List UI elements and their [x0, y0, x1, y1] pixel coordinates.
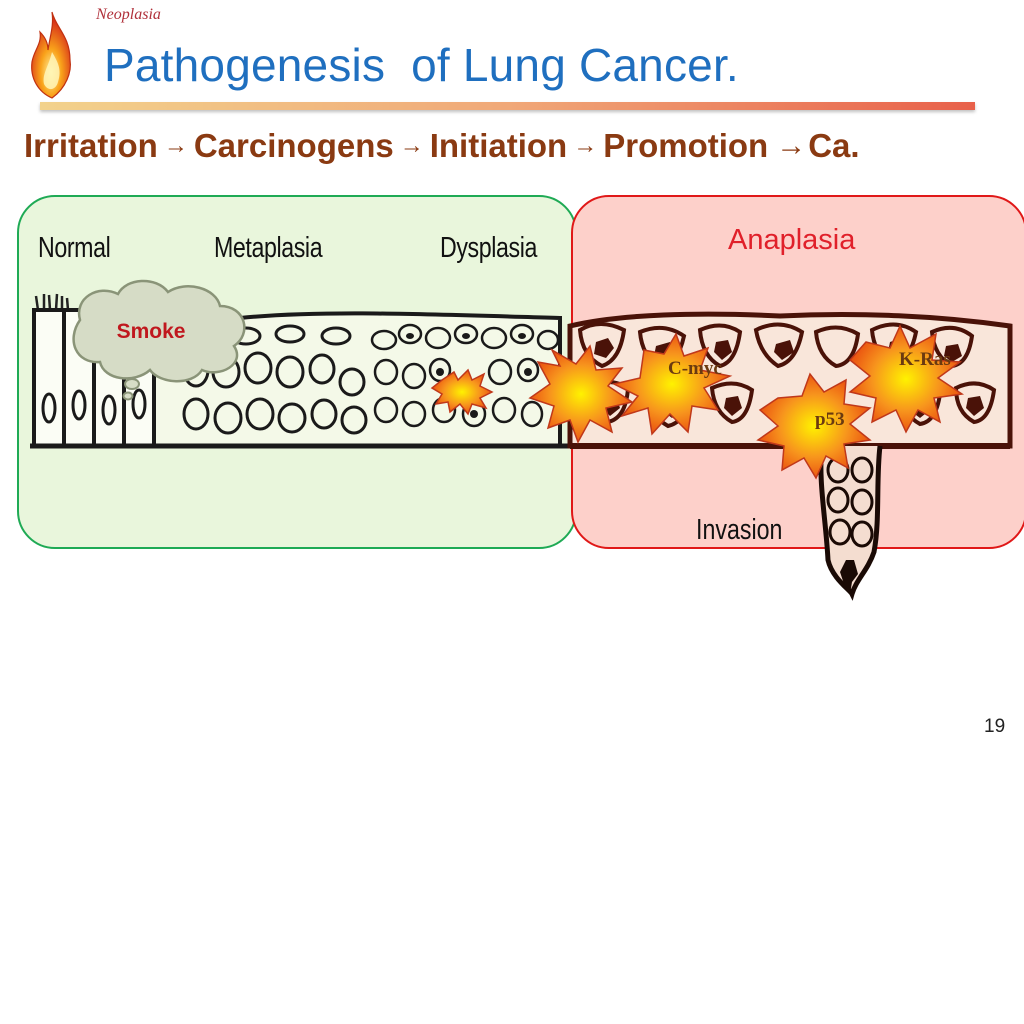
- arrow-right-icon: →: [776, 129, 807, 162]
- explosion-burst-icon: [528, 344, 634, 444]
- smoke-cloud-icon: [72, 279, 246, 401]
- stage-label-metaplasia: Metaplasia: [214, 232, 323, 264]
- page-title: Pathogenesis of Lung Cancer.: [104, 39, 739, 91]
- title-divider: [40, 102, 975, 110]
- normal-nuclei: [41, 388, 147, 426]
- invasion-tip: [840, 560, 858, 594]
- stage-label-anaplasia: Anaplasia: [728, 224, 856, 256]
- arrow-right-icon: →: [163, 132, 188, 159]
- pathway-step-carcinogens: Carcinogens: [193, 127, 394, 164]
- arrow-right-icon: →: [399, 132, 424, 159]
- pathway-step-cancer: Ca.: [808, 127, 860, 164]
- dysplastic-nuclei: [406, 333, 532, 418]
- pathway-step-initiation: Initiation: [429, 127, 568, 164]
- cilia: [34, 293, 70, 311]
- pathogenesis-pathway: Irritation → Carcinogens → Initiation → …: [24, 126, 860, 166]
- gene-label-p53: p53: [815, 409, 845, 430]
- explosion-burst-icon: [611, 332, 733, 436]
- stage-label-normal: Normal: [38, 232, 111, 264]
- explosion-burst-icon: [756, 372, 872, 480]
- section-label: Neoplasia: [96, 6, 161, 23]
- explosion-burst-icon: [430, 368, 494, 416]
- smoke-label: Smoke: [116, 320, 186, 343]
- arrow-right-icon: →: [573, 132, 598, 159]
- stage-label-dysplasia: Dysplasia: [440, 232, 537, 264]
- explosion-burst-icon: [848, 324, 965, 434]
- pathway-step-promotion: Promotion: [603, 127, 769, 164]
- flame-icon: [31, 11, 71, 99]
- gene-label-kras: K-Ras: [899, 349, 951, 370]
- gene-label-cmyc: C-myc: [668, 358, 722, 379]
- slide-number: 19: [984, 716, 1006, 737]
- stage-label-invasion: Invasion: [696, 514, 783, 546]
- pathway-step-irritation: Irritation: [24, 127, 158, 164]
- invading-cells: [826, 456, 874, 548]
